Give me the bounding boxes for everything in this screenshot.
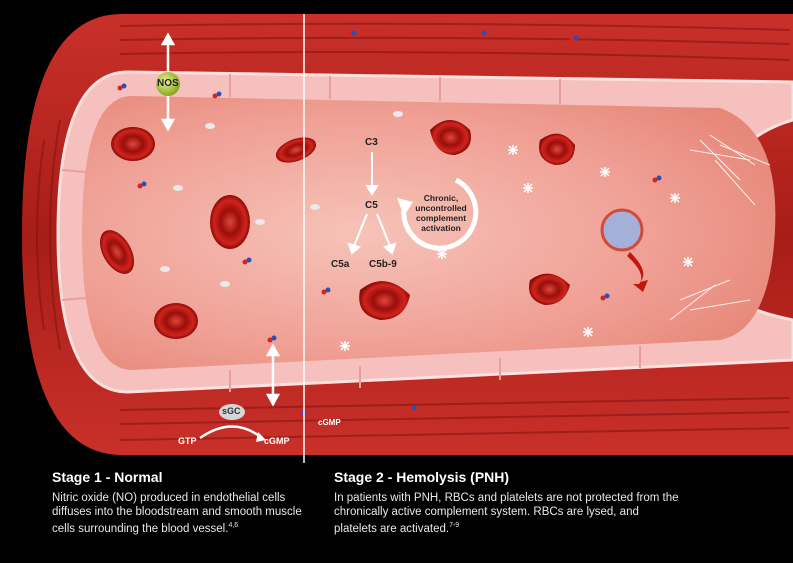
- endothelial-cells: [61, 74, 641, 392]
- lysed-rbcs: [359, 120, 575, 320]
- vessel-illustration: NOS sGC GTP cGMP cGMP C3 C5 C5a C5b-9 Ch…: [22, 14, 793, 463]
- gtp-cgmp-arrowhead: [256, 432, 266, 442]
- healthy-rbcs: [99, 127, 317, 339]
- cycle-label-line1: Chronic,: [423, 193, 459, 203]
- cycle-label: Chronic, uncontrolled complement activat…: [412, 193, 470, 233]
- cycle-label-line3: complement: [415, 213, 467, 223]
- resting-platelets: [160, 111, 403, 287]
- sgc-label: sGC: [222, 406, 241, 416]
- vessel-svg: [22, 14, 793, 463]
- gtp-label: GTP: [178, 436, 197, 446]
- sgc-diffusion-arrow: [265, 343, 281, 407]
- stage1-caption: Stage 1 - Normal Nitric oxide (NO) produ…: [52, 469, 302, 536]
- rbc: [111, 127, 155, 161]
- rbc: [154, 303, 198, 339]
- c5-label: C5: [365, 200, 378, 211]
- c3-label: C3: [365, 137, 378, 148]
- stage1-title: Stage 1 - Normal: [52, 469, 163, 485]
- cycle-arrow-icon: [401, 177, 479, 251]
- c5a-label: C5a: [331, 259, 350, 270]
- stage2-title: Stage 2 - Hemolysis (PNH): [334, 469, 510, 485]
- stage2-refs: 7-9: [449, 522, 460, 529]
- nos-label: NOS: [157, 78, 179, 89]
- nos-enzyme: [156, 72, 180, 96]
- cycle-label-line2: uncontrolled: [415, 203, 467, 213]
- stage2-caption: Stage 2 - Hemolysis (PNH) In patients wi…: [334, 469, 684, 536]
- escape-arrow-icon: [627, 252, 648, 292]
- stage1-body-text: Nitric oxide (NO) produced in endothelia…: [52, 492, 302, 535]
- cycle-arrowhead: [397, 198, 413, 216]
- c5b9-label: C5b-9: [369, 259, 397, 270]
- activated-platelet-fibers: [669, 134, 771, 321]
- stage2-body: In patients with PNH, RBCs and platelets…: [334, 491, 684, 536]
- cgmp-label-left: cGMP: [264, 436, 290, 446]
- cycle-label-line4: activation: [421, 223, 461, 233]
- rbc: [99, 230, 135, 274]
- complement-arrows: [347, 152, 397, 255]
- cgmp-label-right: cGMP: [318, 418, 341, 427]
- platelets: [340, 145, 693, 351]
- activated-platelet: [600, 208, 644, 252]
- stage1-refs: 4,6: [228, 522, 239, 529]
- stage1-body: Nitric oxide (NO) produced in endothelia…: [52, 491, 302, 536]
- rbc: [275, 137, 317, 163]
- vessel-lumen: [82, 96, 776, 370]
- gtp-cgmp-arrow: [199, 425, 263, 440]
- stage2-body-text: In patients with PNH, RBCs and platelets…: [334, 492, 679, 535]
- sgc-enzyme: [219, 404, 245, 420]
- rbc: [210, 195, 250, 249]
- muscle-fibers: [36, 22, 791, 441]
